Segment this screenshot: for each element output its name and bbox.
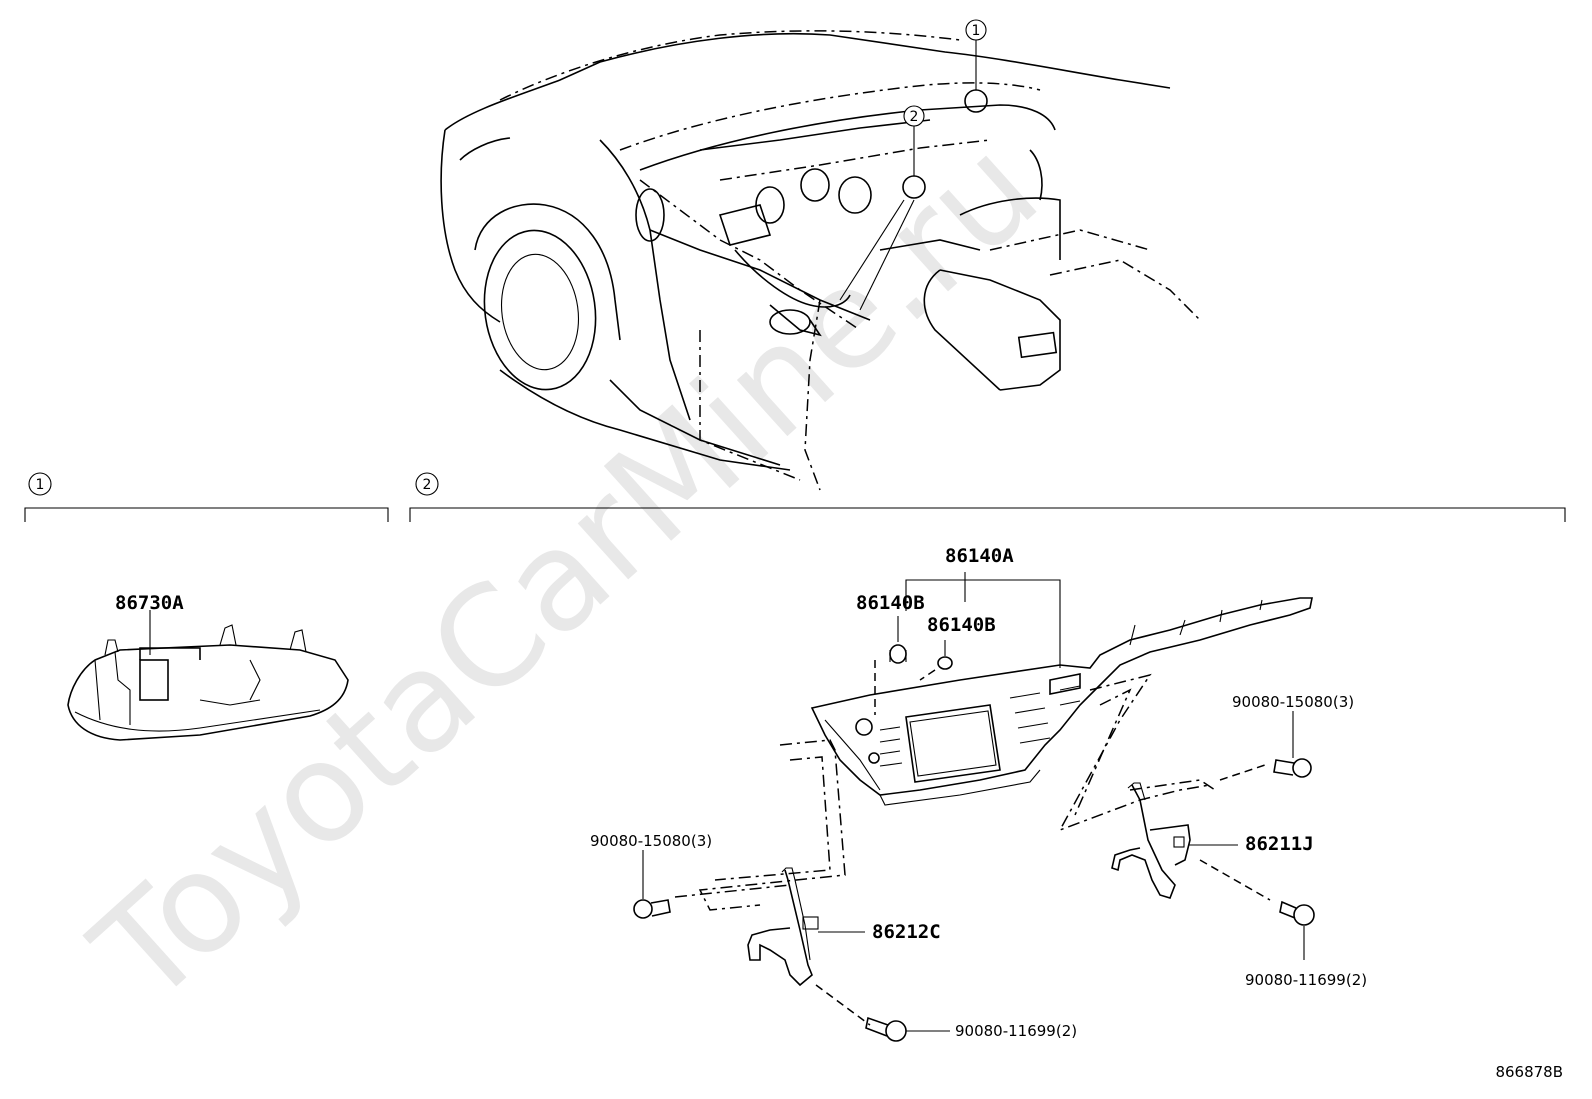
bolt-lower-left — [633, 850, 671, 919]
section-2-header: 2 — [409, 472, 1566, 522]
part-label-90080-11699-right: 90080-11699(2) — [1245, 971, 1367, 989]
part-label-86140B-right: 86140B — [927, 614, 996, 636]
overview-callout-2: 2 — [903, 105, 925, 127]
part-label-90080-15080-left: 90080-15080(3) — [590, 832, 712, 850]
bolt-bottom — [865, 1016, 950, 1042]
overview-callout-2-number: 2 — [910, 109, 919, 125]
part-label-86212C: 86212C — [872, 921, 941, 943]
diagram-id: 866878B — [1495, 1063, 1563, 1081]
overview-callout-1-number: 1 — [972, 23, 981, 39]
part-label-86730A: 86730A — [115, 592, 184, 614]
car-overview-illustration — [440, 30, 1201, 491]
part-label-86140A: 86140A — [945, 545, 1014, 567]
section-2-number: 2 — [423, 477, 432, 493]
part-label-86140B-left: 86140B — [856, 592, 925, 614]
part-label-90080-15080-right: 90080-15080(3) — [1232, 693, 1354, 711]
bolt-right-upper — [1273, 711, 1312, 778]
part-label-86211J: 86211J — [1245, 833, 1314, 855]
section-1-header: 1 — [24, 472, 389, 522]
section-1-number: 1 — [36, 477, 45, 493]
watermark: ToyotaCarMine.ru — [64, 108, 1068, 1035]
bolt-right-lower — [1279, 900, 1315, 960]
center-panel-illustration: 86212C 90080-15080(3) 90080-11699(2) 862… — [590, 572, 1367, 1042]
overhead-console-illustration: 86730A — [67, 592, 349, 741]
overview-callout-1: 1 — [965, 19, 987, 41]
part-label-90080-11699-bottom: 90080-11699(2) — [955, 1022, 1077, 1040]
